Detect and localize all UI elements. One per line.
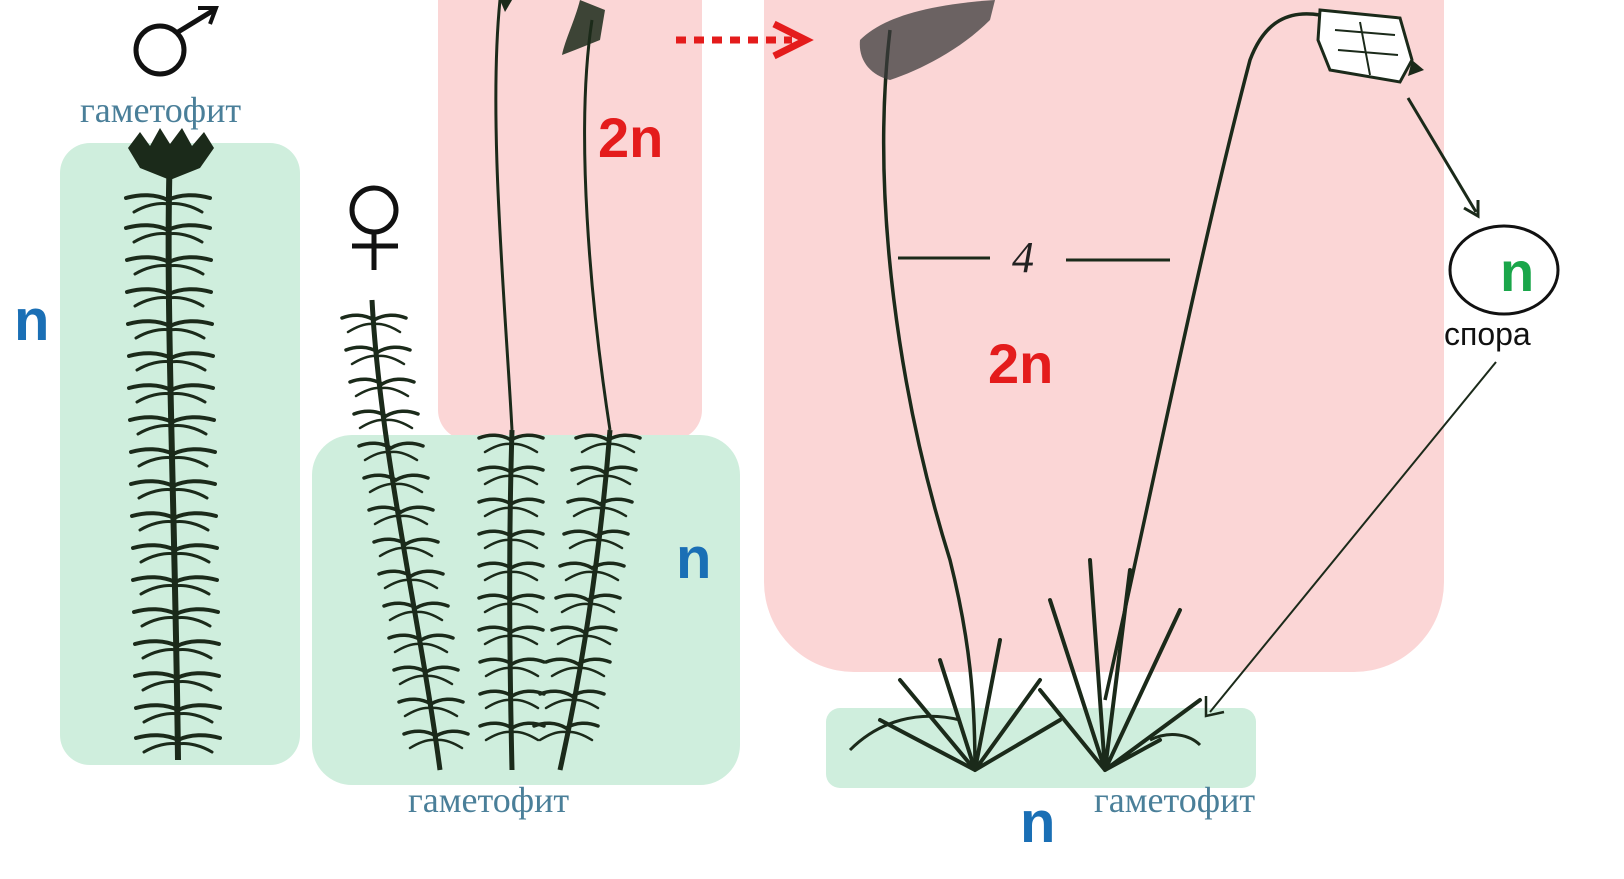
spore-ploidy-label: n — [1500, 244, 1534, 300]
new-gametophyte-label: гаметофит — [1094, 782, 1255, 818]
spore-to-gametophyte-arrow-icon — [1206, 362, 1496, 716]
stage-number-label: 4 — [1012, 236, 1034, 280]
male-gametophyte-plant — [126, 128, 220, 760]
spore-label: спора — [1444, 318, 1531, 350]
male-gametophyte-label: гаметофит — [80, 92, 241, 128]
red-dotted-arrow-icon — [676, 24, 806, 56]
new-gametophyte-ploidy-label: n — [1020, 794, 1055, 852]
male-ploidy-label: n — [14, 292, 49, 350]
female-gametophyte-plant — [342, 300, 468, 770]
mature-sporophyte-ploidy-label: 2n — [988, 336, 1053, 392]
male-symbol-icon — [136, 8, 216, 74]
female-symbol-icon — [352, 188, 398, 270]
female-ploidy-label: n — [676, 530, 711, 588]
capsule-to-spore-arrow-icon — [1408, 98, 1478, 216]
young-sporophyte-ploidy-label: 2n — [598, 110, 663, 166]
mature-sporophyte-plant — [850, 0, 1424, 770]
female-gametophyte-label: гаметофит — [408, 782, 569, 818]
